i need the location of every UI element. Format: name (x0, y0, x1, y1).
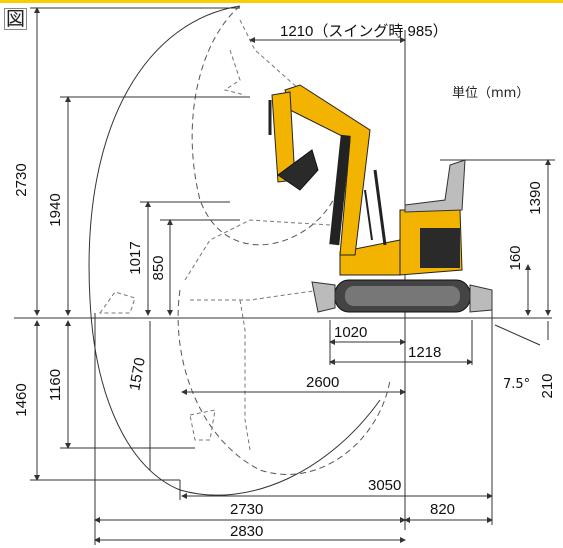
dim-850: 850 (150, 255, 167, 280)
dim-dump-height: 1940 (47, 193, 64, 226)
dim-210: 210 (539, 373, 556, 398)
dim-cab-height: 1390 (527, 181, 544, 214)
dim-2600: 2600 (306, 374, 339, 391)
dig-envelope (177, 289, 391, 475)
dim-1460: 1460 (13, 383, 30, 416)
accent-bar (0, 0, 563, 3)
dim-1160: 1160 (47, 369, 64, 401)
dim-2830: 2830 (230, 523, 263, 540)
dim-2730-bottom: 2730 (230, 501, 263, 518)
excavator-machine (268, 84, 493, 313)
dim-top-reach: 1210（スイング時 985） (280, 23, 448, 40)
dim-3050: 3050 (368, 477, 401, 494)
dim-max-height: 2730 (13, 163, 30, 196)
horizontal-dimension-lines (94, 30, 541, 545)
reach-envelope (88, 5, 381, 496)
vertical-dimension-lines (30, 7, 555, 500)
dim-820: 820 (430, 501, 455, 518)
dim-1020: 1020 (334, 324, 367, 341)
figure-label: 図 (4, 8, 28, 30)
dim-1017: 1017 (127, 241, 144, 274)
swing-envelope (191, 5, 341, 246)
ghost-arm-positions (99, 19, 331, 451)
unit-label: 単位（mm） (452, 86, 530, 101)
dim-ground-clearance: 160 (507, 245, 524, 270)
dim-angle: 7.5° (503, 377, 530, 392)
dim-1570: 1570 (126, 356, 149, 392)
dim-1218: 1218 (408, 344, 441, 361)
